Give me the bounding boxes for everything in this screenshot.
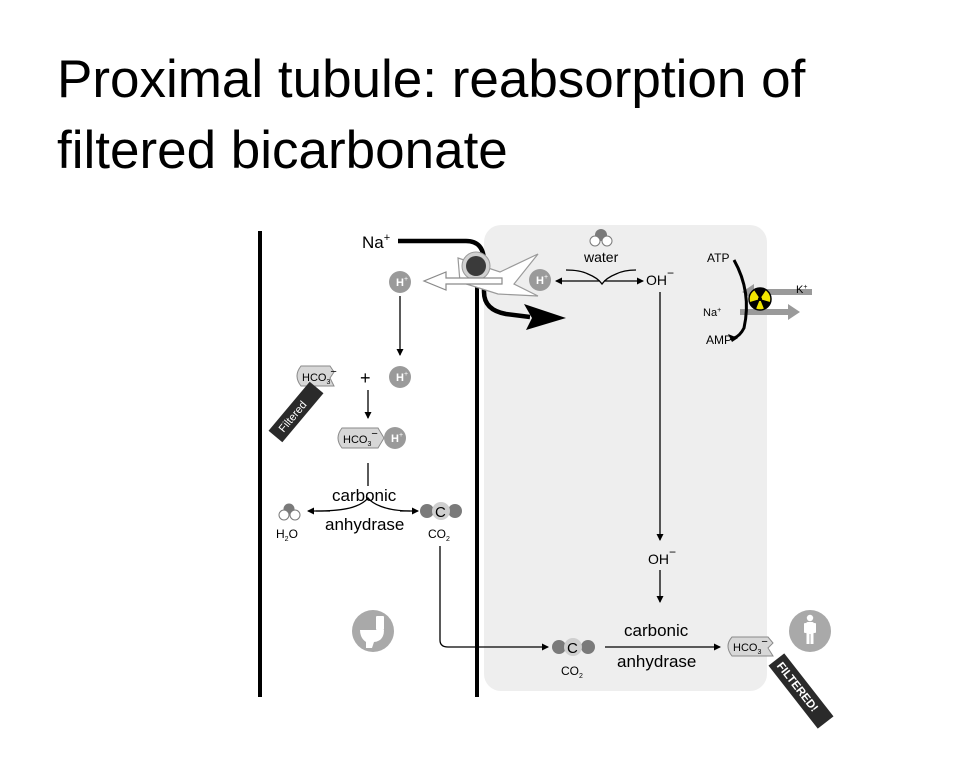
co2-lumen-icon: C: [420, 502, 462, 521]
svg-text:C: C: [567, 640, 578, 657]
svg-text:+: +: [404, 371, 408, 378]
atp-label: ATP: [707, 251, 729, 265]
enzyme-label-lumen-top: carbonic: [332, 486, 397, 505]
proton-lumen: H +: [389, 271, 411, 293]
amp-label: AMP: [706, 333, 732, 347]
water-split-brace: [565, 269, 637, 286]
plus-sign: +: [360, 368, 371, 388]
reabsorbed-bicarbonate: HCO3−: [727, 636, 774, 657]
na-plus-label: Na+: [362, 232, 390, 252]
svg-text:C: C: [435, 504, 446, 521]
person-icon: [789, 610, 831, 652]
enzyme-label-cell-bottom: anhydrase: [617, 652, 696, 671]
co2-diffusion-arrow: [439, 546, 549, 651]
svg-text:HCO3−: HCO3−: [302, 366, 337, 386]
pump-sodium-label: Na+: [703, 307, 721, 319]
svg-text:HCO3−: HCO3−: [343, 428, 378, 448]
svg-text:+: +: [544, 274, 548, 281]
svg-text:+: +: [399, 432, 403, 439]
svg-text:FILTERED!: FILTERED!: [774, 660, 820, 714]
svg-text:+: +: [404, 276, 408, 283]
tubule-cell: [484, 225, 767, 691]
title-line-2: filtered bicarbonate: [57, 121, 508, 180]
radiation-icon: [748, 287, 772, 311]
water-label: water: [583, 249, 619, 265]
title-line-1: Proximal tubule: reabsorption of: [57, 50, 806, 109]
toilet-icon: [352, 610, 394, 652]
carbonic-acid-complex: HCO3− H +: [337, 427, 406, 449]
sodium-potassium-pump-icon: [728, 259, 812, 342]
slide-title: Proximal tubule: reabsorption of filtere…: [57, 44, 957, 186]
svg-text:H: H: [396, 372, 404, 384]
co2-lumen-label: CO2: [428, 527, 450, 543]
lumen-split-brace: [315, 496, 411, 512]
hydroxide-label-top: OH−: [646, 266, 674, 288]
water-product-icon: [278, 503, 301, 521]
filtered-bicarbonate: HCO3−: [296, 365, 337, 387]
water-molecule-icon: [589, 229, 613, 247]
proton-secretion-arrow: [422, 271, 503, 291]
h2o-label: H2O: [276, 527, 298, 543]
svg-text:H: H: [391, 433, 399, 445]
svg-text:H: H: [396, 277, 404, 289]
proton-reactant: H +: [389, 366, 411, 388]
hydroxide-label-bottom: OH−: [648, 545, 676, 567]
svg-text:HCO3−: HCO3−: [733, 636, 768, 656]
proton-cell: H +: [529, 269, 551, 291]
sodium-arrowhead: [524, 304, 566, 330]
co2-cell-label: CO2: [561, 664, 583, 680]
potassium-label: K+: [796, 284, 807, 296]
enzyme-label-lumen-bottom: anhydrase: [325, 515, 404, 534]
enzyme-label-cell-top: carbonic: [624, 621, 689, 640]
svg-text:H: H: [536, 275, 544, 287]
co2-cell-icon: C: [552, 638, 595, 657]
filtered-tag: Filtered: [268, 381, 324, 443]
filtered-bang-tag: FILTERED!: [768, 653, 834, 729]
